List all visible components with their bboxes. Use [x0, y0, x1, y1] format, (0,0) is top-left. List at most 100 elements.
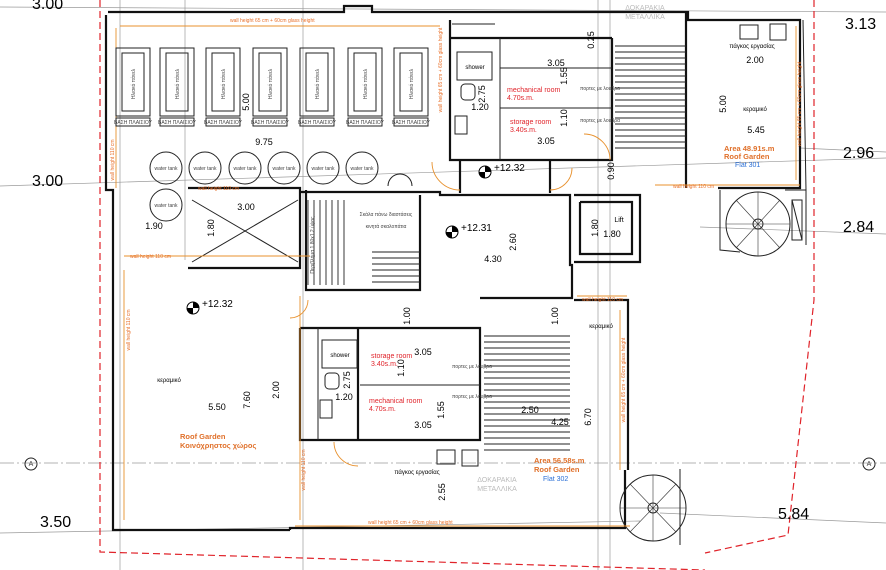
edge-dimensions: 3.00 3.13 3.00 2.96 2.84 3.50 5.84 — [32, 0, 876, 531]
watermark-line: ΜΕΤΑΛΛΙΚΑ — [625, 14, 665, 21]
level-marker-icon — [186, 301, 200, 315]
level-marker-icon — [478, 165, 492, 179]
water-tanks: water tank water tank water tank water t… — [149, 151, 379, 222]
solar-panel-label: Ηλιακό πάνελ — [130, 68, 137, 99]
water-tank-label: water tank — [154, 203, 178, 209]
solar-panel-label: Ηλιακό πάνελ — [362, 68, 369, 99]
lift-label: Lift — [614, 217, 623, 224]
dim-label: 5.00 — [718, 95, 728, 113]
wall-glass-note: wall height 65 cm + 60cm glass height — [621, 337, 627, 422]
panel-mount-label: ΒΑΣΗ ΠΛΑΙΣΙΟΥ — [114, 120, 153, 126]
storage-room-area: 3.40s.m. — [510, 127, 537, 134]
mechanical-room-label: mechanical room — [369, 398, 422, 405]
water-tank — [149, 151, 183, 185]
water-tank — [228, 151, 262, 185]
wall-glass-note: wall height 65 cm + 60cm glass height — [368, 520, 453, 526]
solar-panel — [347, 47, 383, 127]
dim-label: 5.00 — [241, 93, 251, 111]
solar-panel-label: Ηλιακό πάνελ — [408, 68, 415, 99]
dim-label: 1.10 — [396, 359, 406, 377]
door-swings — [289, 133, 611, 467]
dim-label: 1.80 — [603, 229, 621, 239]
dim-label: 2.75 — [477, 85, 487, 103]
level-label: +12.31 — [461, 223, 492, 234]
dim-label: 2.60 — [508, 233, 518, 251]
dim-label: 1.55 — [559, 67, 569, 85]
dim-label: 9.75 — [255, 137, 273, 147]
panel-mount-label: ΒΑΣΗ ΠΛΑΙΣΙΟΥ — [392, 120, 431, 126]
dim-label: 2.75 — [342, 371, 352, 389]
watermark-line: ΜΕΤΑΛΛΙΚΑ — [477, 486, 517, 493]
shower-label: shower — [465, 65, 484, 71]
edge-dim: 3.00 — [32, 173, 63, 190]
axis-label: A — [29, 461, 34, 468]
water-tank-label: water tank — [193, 166, 217, 172]
water-tank-label: water tank — [154, 166, 178, 172]
wall-glass-note: wall height 65 cm + 60cm glass height — [438, 27, 444, 112]
storage-room-area: 3.40s.m. — [371, 361, 398, 368]
louvre-door-note: πορτες με λουβρα — [580, 118, 620, 124]
area-302-name: Roof Garden — [534, 465, 580, 474]
edge-dim: 3.13 — [845, 16, 876, 33]
solar-panel-label: Ηλιακό πάνελ — [220, 68, 227, 99]
ceramic-label: κεραμικό — [157, 377, 181, 384]
property-boundary — [99, 0, 815, 570]
dim-label: 1.20 — [335, 392, 353, 402]
shower-label: shower — [330, 353, 349, 359]
solar-panel-labels: Ηλιακό πάνελ Ηλιακό πάνελ Ηλιακό πάνελ Η… — [114, 68, 431, 126]
solar-panel-label: Ηλιακό πάνελ — [314, 68, 321, 99]
solar-panel — [115, 47, 151, 127]
dim-label: 3.05 — [547, 58, 565, 68]
area-302-flat: Flat 302 — [543, 476, 568, 483]
ceramic-label: κεραμικό — [743, 106, 767, 113]
solar-panel — [159, 47, 195, 127]
wall-110-note: wall height 110 cm — [126, 309, 132, 350]
dim-label: 2.00 — [746, 55, 764, 65]
level-label: +12.32 — [494, 163, 525, 174]
wall-110-note: wall height 110 cm — [301, 449, 307, 490]
ceramic-label: κεραμικό — [589, 323, 613, 330]
watermark: ΔΟΚΑΡΑΚΙΑ ΜΕΤΑΛΛΙΚΑ ΔΟΚΑΡΑΚΙΑ ΜΕΤΑΛΛΙΚΑ — [477, 5, 665, 493]
water-tank — [345, 151, 379, 185]
area-labels: Area 48.91s.m Roof Garden Flat 301 Area … — [180, 144, 775, 483]
panel-mount-label: ΒΑΣΗ ΠΛΑΙΣΙΟΥ — [204, 120, 243, 126]
water-tank-label: water tank — [233, 166, 257, 172]
mechanical-room-area: 4.70s.m. — [507, 95, 534, 102]
panel-mount-label: ΒΑΣΗ ΠΛΑΙΣΙΟΥ — [346, 120, 385, 126]
dim-label: 5.50 — [208, 402, 226, 412]
solar-panel — [393, 47, 429, 127]
dim-label: 3.05 — [414, 347, 432, 357]
dim-label: 2.50 — [521, 405, 539, 415]
area-301-name: Roof Garden — [724, 152, 770, 161]
area-301-size: Area 48.91s.m — [724, 144, 775, 153]
spiral-stairs — [619, 191, 791, 542]
water-tank — [149, 188, 183, 222]
louvre-door-note: πορτες με λουβρα — [452, 394, 492, 400]
orange-guides — [115, 25, 800, 527]
edge-dim: 3.50 — [40, 514, 71, 531]
dim-label: 1.55 — [436, 401, 446, 419]
storage-room-label: storage room — [371, 353, 412, 360]
dim-label: 4.25 — [551, 417, 569, 427]
dim-label: 0.90 — [606, 162, 616, 180]
mechanical-room-label: mechanical room — [507, 87, 560, 94]
mechanical-room-area: 4.70s.m. — [369, 406, 396, 413]
water-tank — [188, 151, 222, 185]
dim-label: 4.30 — [484, 254, 502, 264]
worktop-label: πάγκος εργασίας — [394, 469, 439, 476]
stair-note: Σκάλα πάνω διαστάσεις — [360, 211, 413, 218]
wall-110-note: wall height 110 cm — [110, 139, 116, 180]
dim-label: 3.00 — [237, 202, 255, 212]
dim-label: 1.00 — [550, 307, 560, 325]
dim-label: 1.00 — [402, 307, 412, 325]
panel-mount-label: ΒΑΣΗ ΠΛΑΙΣΙΟΥ — [158, 120, 197, 126]
dim-label: 0.25 — [586, 31, 596, 49]
dim-label: 1.90 — [145, 221, 163, 231]
axis-markers: A A — [24, 457, 876, 471]
worktop-label: πάγκος εργασίας — [729, 43, 774, 50]
dim-label: 6.70 — [583, 408, 593, 426]
solar-panels — [115, 47, 429, 127]
louvre-door-note: πορτες με λουβρα — [580, 86, 620, 92]
water-tank — [306, 151, 340, 185]
